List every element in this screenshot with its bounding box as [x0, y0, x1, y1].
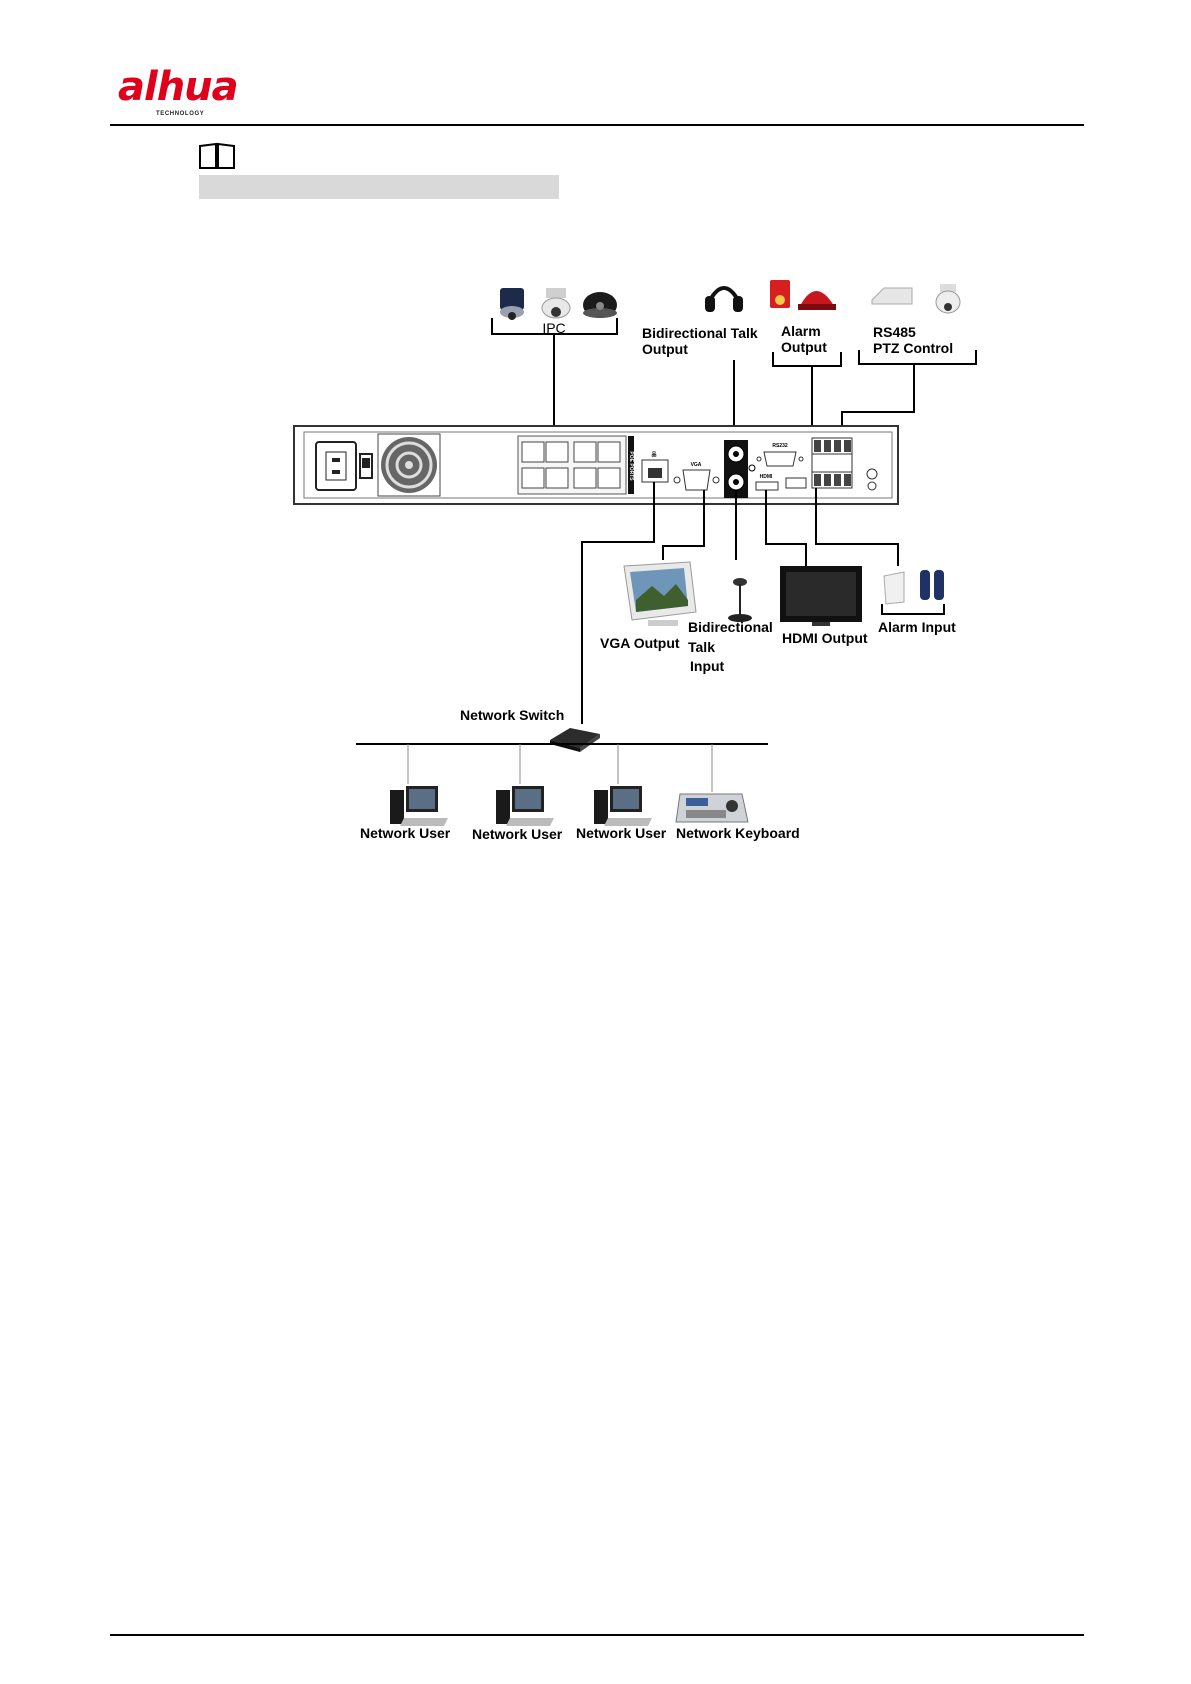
label-vga-output: VGA Output	[600, 635, 680, 651]
speed-dome-camera-icon	[500, 288, 524, 320]
ptz-camera-icon	[542, 288, 570, 318]
network-switch-icon	[550, 728, 600, 752]
label-alarm-output-2: Output	[781, 339, 827, 355]
ptz-speed-dome-icon	[936, 284, 960, 313]
desktop-computer-icon	[594, 786, 652, 826]
alarm-terminal-block	[812, 438, 852, 488]
headphones-icon	[705, 288, 743, 312]
microphone-icon	[728, 578, 752, 622]
label-vga-port: VGA	[691, 462, 702, 468]
label-alarm-output-1: Alarm	[781, 323, 821, 339]
label-rs485-2: PTZ Control	[873, 340, 953, 356]
network-keyboard-icon	[676, 794, 748, 822]
footer-rule	[110, 1634, 1084, 1636]
label-network-user-1: Network User	[360, 825, 451, 841]
label-talk-output-1: Bidirectional Talk	[642, 325, 758, 341]
flat-tv-icon	[780, 566, 862, 626]
label-ipc: IPC	[542, 320, 565, 336]
nvr-rear-panel: POE PORTS 品 VGA RS232	[294, 426, 898, 504]
siren-icon	[770, 280, 790, 308]
pir-sensor-icon	[884, 572, 904, 604]
desktop-computer-icon	[390, 786, 448, 826]
power-switch-icon	[360, 454, 372, 478]
crt-monitor-icon	[624, 562, 696, 626]
label-talk-input-3: Input	[690, 658, 725, 674]
fan-icon	[378, 434, 440, 496]
label-hdmi-output: HDMI Output	[782, 630, 868, 646]
usb-port	[786, 478, 806, 488]
label-network-user-2: Network User	[472, 826, 563, 842]
label-poe-ports: POE PORTS	[628, 451, 634, 481]
ipc-cameras	[500, 288, 617, 320]
label-talk-input-1: Bidirectional	[688, 619, 773, 635]
label-network-user-3: Network User	[576, 825, 667, 841]
svg-text:品: 品	[651, 451, 656, 458]
dome-camera-icon	[583, 292, 617, 318]
keyboard-controller-icon	[872, 288, 912, 304]
power-socket-icon	[316, 442, 356, 490]
label-talk-input-2: Talk	[688, 639, 715, 655]
label-talk-output-2: Output	[642, 341, 688, 357]
desktop-computer-icon	[496, 786, 554, 826]
strobe-light-icon	[798, 291, 836, 310]
beam-sensor-icon	[920, 570, 944, 600]
label-rs485-1: RS485	[873, 324, 916, 340]
label-network-switch: Network Switch	[460, 707, 564, 723]
label-network-keyboard: Network Keyboard	[676, 825, 800, 841]
poe-ports: POE PORTS	[518, 436, 634, 494]
label-rs232: RS232	[772, 443, 788, 449]
alarm-input-bracket	[882, 604, 944, 614]
label-hdmi-port: HDMI	[760, 474, 773, 480]
label-alarm-input: Alarm Input	[878, 619, 956, 635]
